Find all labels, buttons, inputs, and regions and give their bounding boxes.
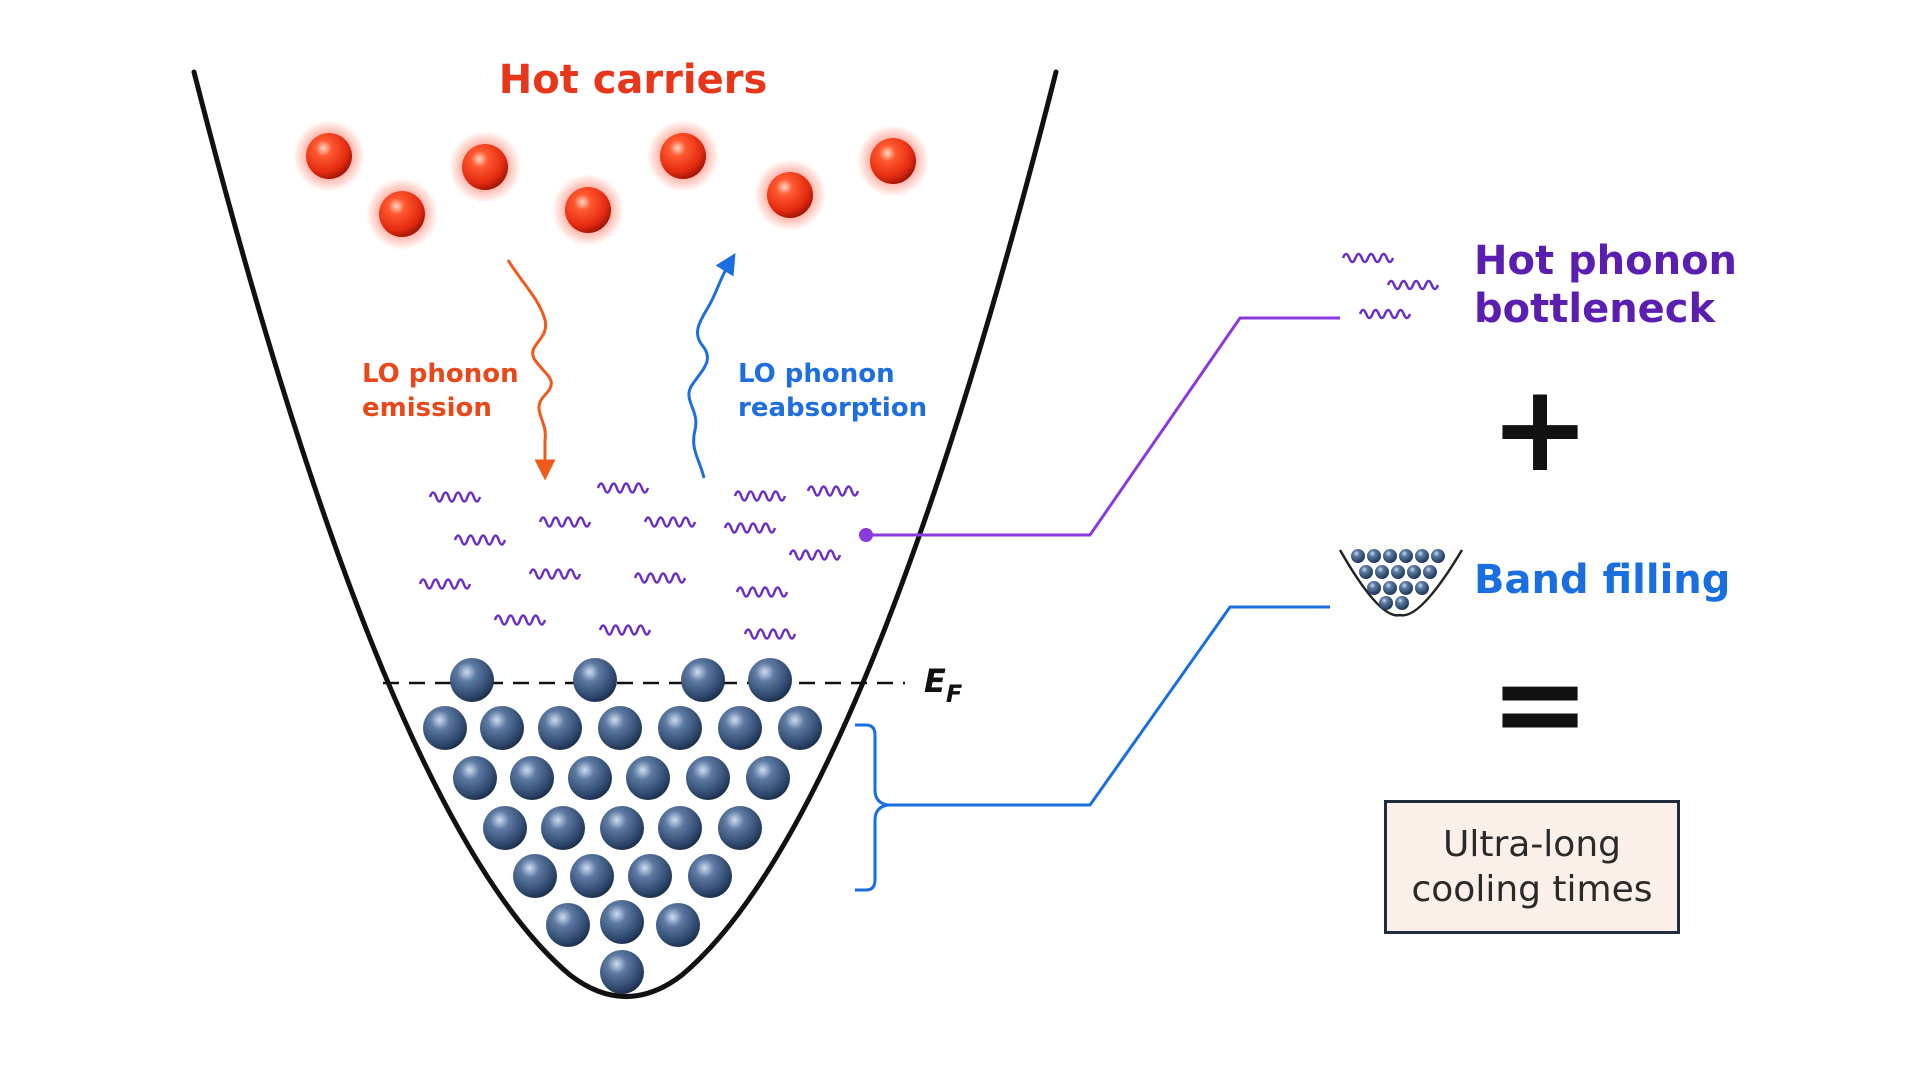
reabsorption-label: LO phonon reabsorption <box>738 359 927 423</box>
electron-sphere <box>570 854 614 898</box>
phonon-reabsorption-arrow <box>687 253 736 479</box>
phonon-wave-icon <box>743 628 797 640</box>
phonon-wave-icon <box>528 568 582 580</box>
electron-sphere <box>1415 549 1429 563</box>
phonon-wave-icon <box>493 614 547 626</box>
phonon-wave-icon <box>806 485 860 497</box>
electron-sphere <box>600 950 644 994</box>
phonon-wave-icon <box>418 578 472 590</box>
band-filling-icon <box>1338 549 1464 617</box>
electron-sphere <box>1359 565 1373 579</box>
result-box: Ultra-long cooling times <box>1384 800 1680 934</box>
bottleneck-connector-dot <box>859 528 873 542</box>
electron-sphere <box>718 806 762 850</box>
electron-sphere <box>681 658 725 702</box>
hot-carrier-sphere <box>306 133 352 179</box>
electron-sphere <box>600 900 644 944</box>
bottleneck-connector <box>866 316 1340 537</box>
phonon-wave-icon <box>596 482 650 494</box>
phonon-wave-icon <box>453 534 507 546</box>
hot-carrier-sphere <box>660 133 706 179</box>
electron-sphere <box>626 756 670 800</box>
band-filling-label: Band filling <box>1474 557 1730 603</box>
phonon-wave-icon <box>723 522 777 534</box>
electron-sphere <box>1351 549 1365 563</box>
electron-sphere <box>746 756 790 800</box>
electron-sea <box>423 658 822 994</box>
electron-sphere <box>1407 565 1421 579</box>
phonon-wave-icon <box>633 572 687 584</box>
phonon-wave-icon <box>788 549 842 561</box>
electron-sphere <box>718 706 762 750</box>
electron-sphere <box>658 706 702 750</box>
fermi-level-label: EF <box>924 662 963 708</box>
electron-sphere <box>423 706 467 750</box>
electron-sphere <box>483 806 527 850</box>
phonon-wave-icon <box>428 491 482 503</box>
electron-sphere <box>573 658 617 702</box>
electron-sphere <box>1367 581 1381 595</box>
band-filling-connector <box>888 605 1330 807</box>
electron-sphere <box>450 658 494 702</box>
hot-carriers-group <box>293 120 929 250</box>
electron-sphere <box>513 854 557 898</box>
emission-label: LO phonon emission <box>362 359 528 423</box>
hot-carrier-sphere <box>565 187 611 233</box>
phonon-wave-icon <box>598 624 652 636</box>
result-line-1: Ultra-long <box>1442 824 1621 865</box>
electron-sphere <box>1379 596 1393 610</box>
electron-sphere <box>1367 549 1381 563</box>
electron-sphere <box>1415 581 1429 595</box>
band-curve <box>191 69 1059 999</box>
electron-sphere <box>510 756 554 800</box>
electron-sphere <box>1383 549 1397 563</box>
electron-sphere <box>628 854 672 898</box>
electron-sphere <box>656 903 700 947</box>
hot-carrier-sphere <box>379 191 425 237</box>
bottleneck-label: Hot phonon bottleneck <box>1474 238 1751 332</box>
electron-sphere <box>748 658 792 702</box>
electron-sphere <box>1431 549 1445 563</box>
phonon-wave-icon <box>1341 252 1395 264</box>
phonon-cloud <box>418 482 860 640</box>
phonon-wave-icon <box>1358 308 1412 320</box>
phonon-emission-arrow <box>506 259 556 481</box>
hot-carrier-sphere <box>462 144 508 190</box>
electron-sphere <box>598 706 642 750</box>
result-line-2: cooling times <box>1411 869 1653 910</box>
electron-sphere <box>686 756 730 800</box>
electron-sphere <box>1383 581 1397 595</box>
electron-sphere <box>600 806 644 850</box>
electron-sphere <box>480 706 524 750</box>
phonon-wave-icon <box>733 490 787 502</box>
electron-sphere <box>1395 596 1409 610</box>
phonon-wave-icon <box>735 586 789 598</box>
electron-sphere <box>1423 565 1437 579</box>
plus-sign: + <box>1490 360 1591 499</box>
phonon-wave-icon <box>538 516 592 528</box>
electron-sphere <box>1399 581 1413 595</box>
hot-carriers-title: Hot carriers <box>499 57 768 103</box>
electron-sphere <box>658 806 702 850</box>
hot-carrier-sphere <box>870 138 916 184</box>
equals-sign: = <box>1490 635 1591 774</box>
hot-carrier-sphere <box>767 172 813 218</box>
electron-sphere <box>1399 549 1413 563</box>
electron-sphere <box>453 756 497 800</box>
electron-sphere <box>1375 565 1389 579</box>
electron-sphere <box>1391 565 1405 579</box>
band-filling-bracket <box>855 723 889 892</box>
electron-sphere <box>688 854 732 898</box>
electron-sphere <box>541 806 585 850</box>
phonon-wave-icon <box>1386 279 1440 291</box>
electron-sphere <box>546 903 590 947</box>
electron-sphere <box>778 706 822 750</box>
bottleneck-phonon-icon <box>1341 252 1440 320</box>
electron-sphere <box>568 756 612 800</box>
phonon-wave-icon <box>643 516 697 528</box>
electron-sphere <box>538 706 582 750</box>
